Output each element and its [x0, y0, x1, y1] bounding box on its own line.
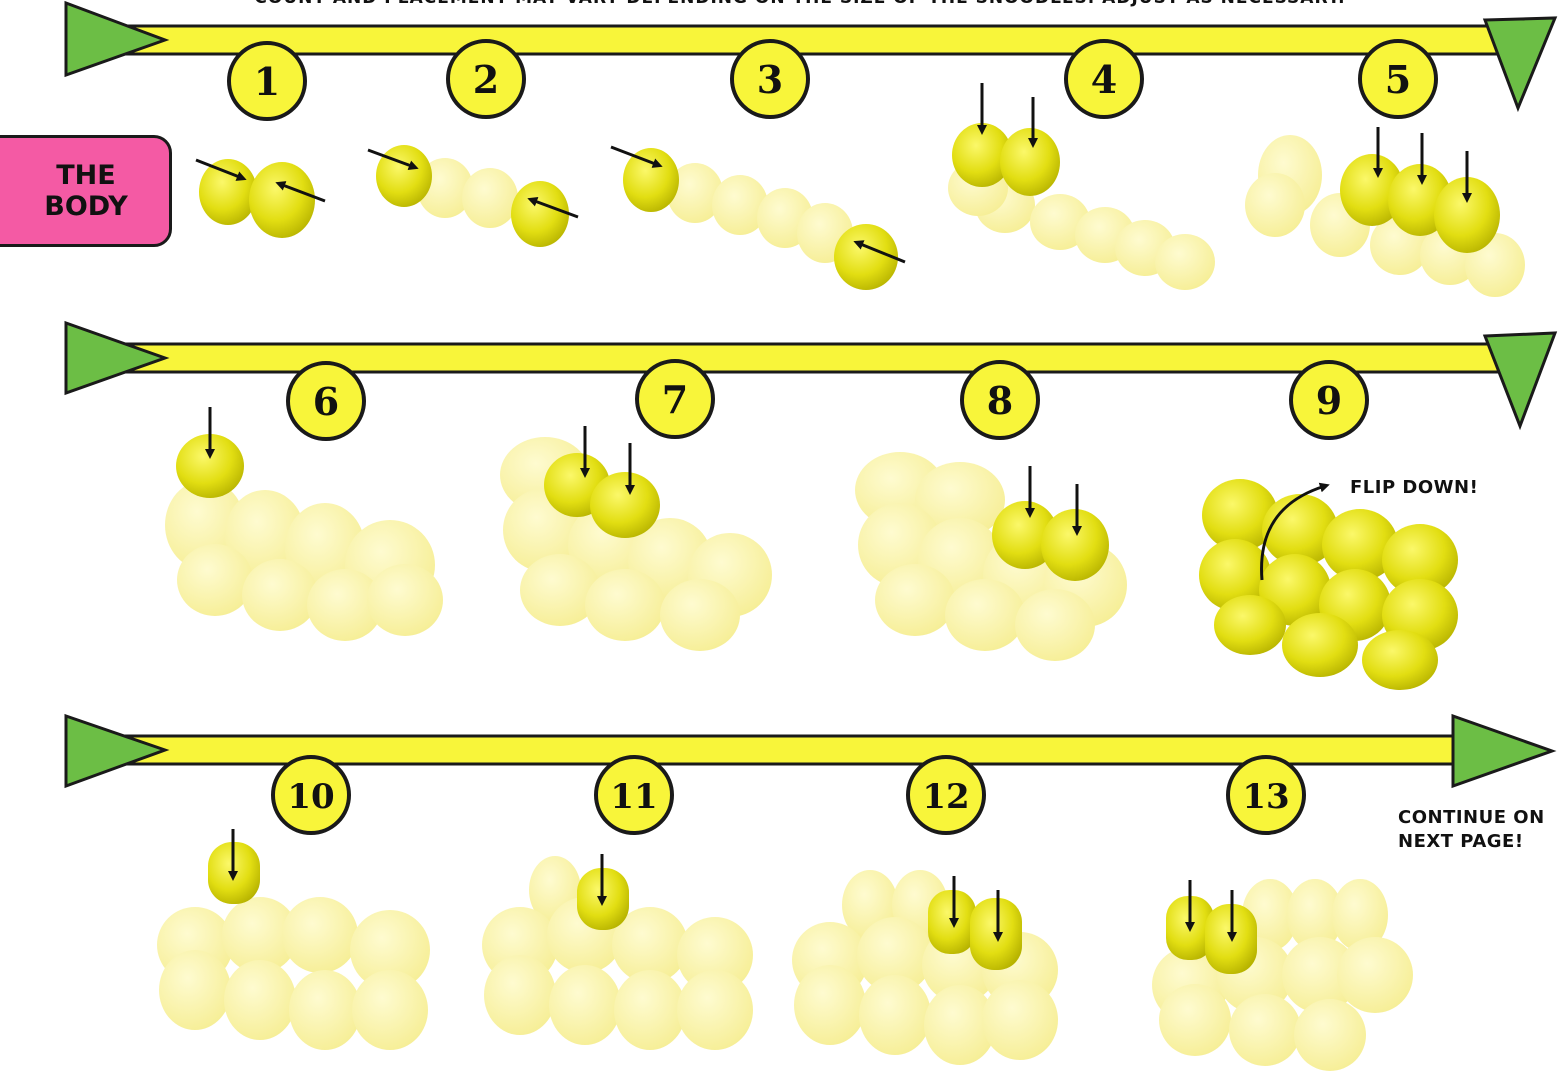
step-6-illustration [165, 407, 443, 641]
start-arrow-icon [66, 716, 165, 786]
step-13-illustration [1152, 879, 1413, 1071]
step-4-illustration [948, 83, 1215, 290]
section-label-line-2: BODY [24, 191, 128, 222]
svg-text:6: 6 [313, 379, 339, 424]
step-badge-6: 6 [288, 363, 364, 439]
step-badge-8: 8 [962, 362, 1038, 438]
svg-text:11: 11 [610, 777, 657, 817]
step-badge-12: 12 [908, 757, 984, 833]
svg-text:5: 5 [1385, 57, 1411, 102]
section-label-tag: THE BODY [0, 135, 172, 247]
svg-text:12: 12 [922, 777, 969, 817]
step-9-illustration [1199, 479, 1458, 690]
timeline-bar [100, 26, 1505, 54]
step-12-illustration [792, 870, 1058, 1065]
svg-text:8: 8 [987, 378, 1013, 423]
step-badge-13: 13 [1228, 757, 1304, 833]
svg-text:10: 10 [287, 777, 334, 817]
end-arrow-icon [1485, 18, 1555, 108]
start-arrow-icon [66, 3, 165, 75]
step-badge-5: 5 [1360, 41, 1436, 117]
svg-text:2: 2 [473, 57, 499, 102]
section-label-line-1: THE [36, 160, 115, 191]
end-arrow-icon [1485, 333, 1555, 426]
continue-line-1: CONTINUE ON [1398, 806, 1545, 830]
svg-text:9: 9 [1316, 378, 1342, 423]
continue-note: CONTINUE ON NEXT PAGE! [1398, 806, 1545, 854]
step-7-illustration [500, 426, 772, 651]
svg-text:3: 3 [757, 57, 783, 102]
start-arrow-icon [66, 323, 165, 393]
step-badge-3: 3 [732, 41, 808, 117]
step-badge-9: 9 [1291, 362, 1367, 438]
step-badge-11: 11 [596, 757, 672, 833]
step-8-illustration [855, 452, 1127, 661]
continue-line-2: NEXT PAGE! [1398, 830, 1545, 854]
svg-text:1: 1 [254, 59, 280, 104]
svg-text:13: 13 [1242, 777, 1289, 817]
step-10-illustration [157, 829, 430, 1050]
step-3-illustration [611, 147, 905, 290]
step-badge-4: 4 [1066, 41, 1142, 117]
step-badge-10: 10 [273, 757, 349, 833]
step-badge-7: 7 [637, 361, 713, 437]
end-arrow-icon [1453, 716, 1552, 786]
step-1-illustration [196, 159, 325, 238]
step-11-illustration [482, 854, 753, 1050]
svg-text:4: 4 [1091, 57, 1117, 102]
step-badge-2: 2 [448, 41, 524, 117]
step-5-illustration [1245, 127, 1525, 297]
step-2-illustration [368, 145, 578, 247]
svg-text:7: 7 [662, 377, 688, 422]
flip-down-note: FLIP DOWN! [1350, 476, 1478, 500]
step-badge-1: 1 [229, 43, 305, 119]
